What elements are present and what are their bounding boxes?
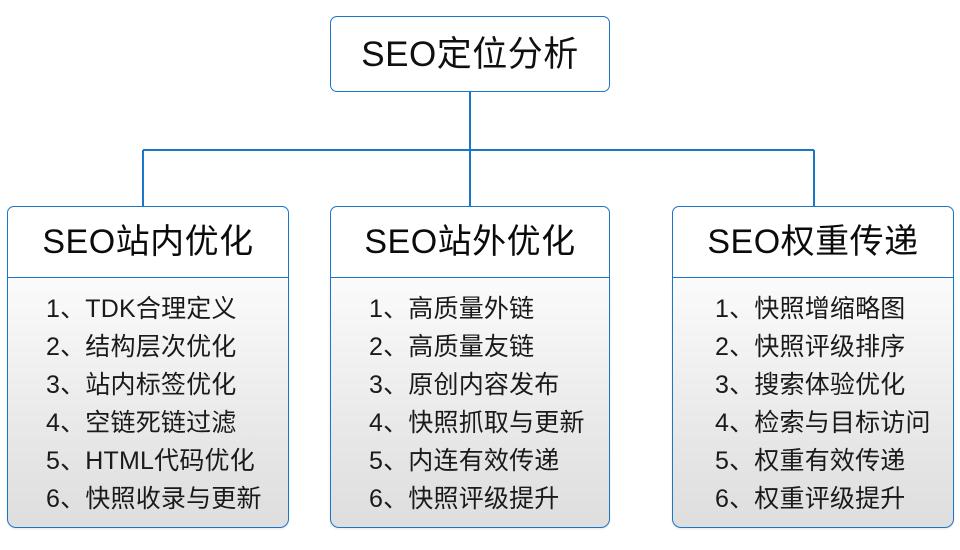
branch-item-list-2: 1、高质量外链 2、高质量友链 3、原创内容发布 4、快照抓取与更新 5、内连有… xyxy=(331,290,609,518)
list-item: 4、空链死链过滤 xyxy=(46,409,237,437)
list-item: 3、搜索体验优化 xyxy=(715,371,906,399)
list-item: 2、结构层次优化 xyxy=(46,333,237,361)
list-item: 2、高质量友链 xyxy=(369,333,535,361)
root-node: SEO定位分析 xyxy=(330,16,610,92)
branch-item-list-3: 1、快照增缩略图 2、快照评级排序 3、搜索体验优化 4、检索与目标访问 5、权… xyxy=(673,290,953,518)
list-item: 3、站内标签优化 xyxy=(46,371,237,399)
branch-body-2: 1、高质量外链 2、高质量友链 3、原创内容发布 4、快照抓取与更新 5、内连有… xyxy=(330,278,610,528)
branch-body-1: 1、TDK合理定义 2、结构层次优化 3、站内标签优化 4、空链死链过滤 5、H… xyxy=(7,278,289,528)
branch-column-2: SEO站外优化 1、高质量外链 2、高质量友链 3、原创内容发布 4、快照抓取与… xyxy=(330,206,610,528)
branch-item-list-1: 1、TDK合理定义 2、结构层次优化 3、站内标签优化 4、空链死链过滤 5、H… xyxy=(8,290,288,518)
branch-header-3: SEO权重传递 xyxy=(672,206,954,278)
list-item: 3、原创内容发布 xyxy=(369,371,560,399)
list-item: 2、快照评级排序 xyxy=(715,333,906,361)
list-item: 5、HTML代码优化 xyxy=(46,447,255,475)
list-item: 5、权重有效传递 xyxy=(715,447,906,475)
branch-column-1: SEO站内优化 1、TDK合理定义 2、结构层次优化 3、站内标签优化 4、空链… xyxy=(7,206,289,528)
list-item: 6、权重评级提升 xyxy=(715,485,906,513)
branch-header-label-3: SEO权重传递 xyxy=(707,223,919,261)
list-item: 1、高质量外链 xyxy=(369,295,535,323)
list-item: 6、快照评级提升 xyxy=(369,485,560,513)
list-item: 6、快照收录与更新 xyxy=(46,485,262,513)
list-item: 4、快照抓取与更新 xyxy=(369,409,585,437)
branch-header-label-2: SEO站外优化 xyxy=(364,223,576,261)
list-item: 1、TDK合理定义 xyxy=(46,295,237,323)
list-item: 5、内连有效传递 xyxy=(369,447,560,475)
branch-column-3: SEO权重传递 1、快照增缩略图 2、快照评级排序 3、搜索体验优化 4、检索与… xyxy=(672,206,954,528)
branch-header-label-1: SEO站内优化 xyxy=(42,223,254,261)
branch-body-3: 1、快照增缩略图 2、快照评级排序 3、搜索体验优化 4、检索与目标访问 5、权… xyxy=(672,278,954,528)
list-item: 1、快照增缩略图 xyxy=(715,295,906,323)
branch-header-1: SEO站内优化 xyxy=(7,206,289,278)
list-item: 4、检索与目标访问 xyxy=(715,409,931,437)
branch-header-2: SEO站外优化 xyxy=(330,206,610,278)
root-node-label: SEO定位分析 xyxy=(361,34,579,74)
